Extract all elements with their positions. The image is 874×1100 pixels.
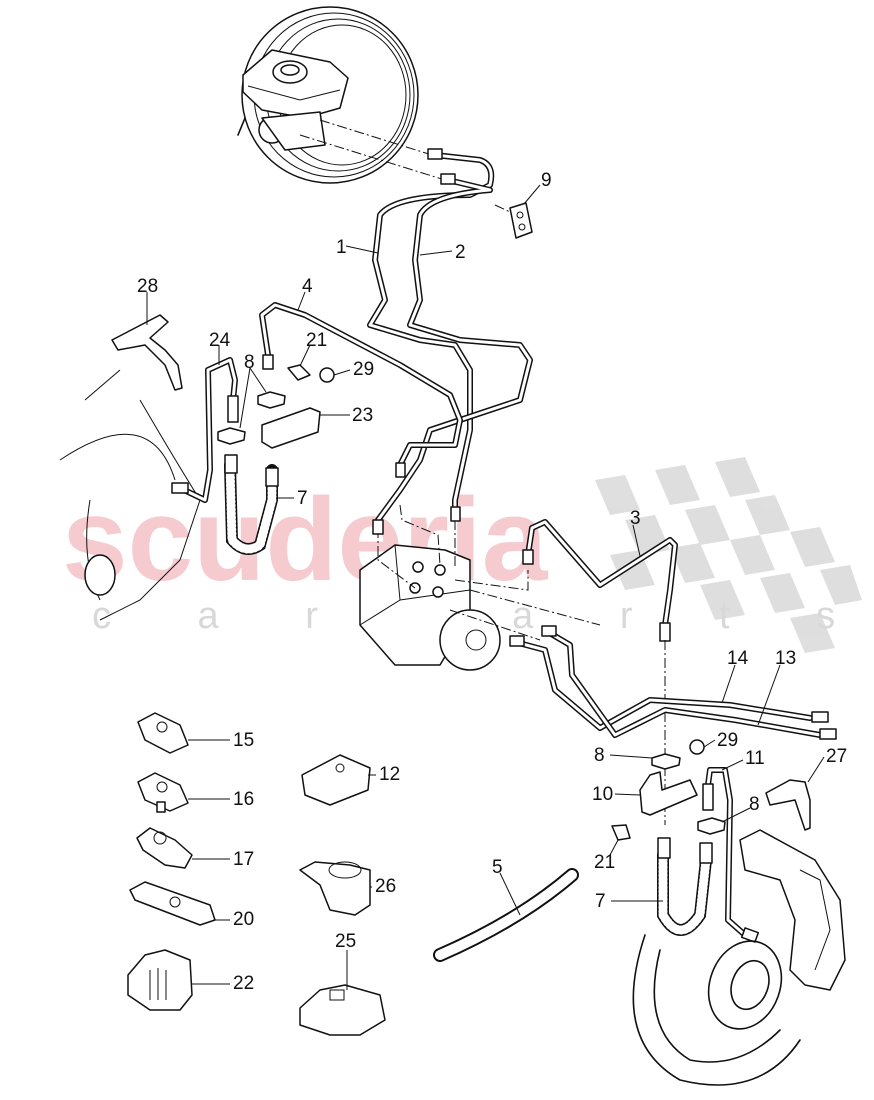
callout-21[interactable]: 21 [594, 852, 616, 873]
part-26-clip [299, 861, 371, 916]
part-5-hose [433, 868, 579, 962]
part-15-clip [137, 712, 189, 754]
brake-booster-master-cylinder [237, 6, 446, 184]
callout-10[interactable]: 10 [592, 784, 614, 805]
part-9-grommet [494, 202, 533, 239]
brake-pipe-4 [259, 302, 463, 478]
part-16-clip [137, 772, 189, 813]
callout-3[interactable]: 3 [630, 508, 641, 529]
callout-13[interactable]: 13 [775, 648, 797, 669]
callout-15[interactable]: 15 [233, 730, 255, 751]
pipe-fitting [427, 148, 443, 160]
callout-14[interactable]: 14 [727, 648, 749, 669]
callout-28[interactable]: 28 [137, 276, 159, 297]
callout-2[interactable]: 2 [455, 242, 466, 263]
pipe-fitting [227, 395, 239, 423]
part-8-clip [217, 427, 246, 445]
part-27-bracket [765, 779, 811, 831]
part-29-nut [319, 367, 335, 383]
callout-29[interactable]: 29 [717, 730, 739, 751]
leader-lines [146, 184, 825, 990]
part-28-bracket [111, 314, 183, 391]
part-22-clip [127, 949, 193, 1011]
callout-26[interactable]: 26 [375, 876, 397, 897]
callout-29[interactable]: 29 [353, 359, 375, 380]
part-12-clip [301, 754, 371, 806]
round-fitting [84, 554, 116, 596]
callout-24[interactable]: 24 [209, 330, 231, 351]
pipe-fitting [171, 482, 189, 494]
right-mounting-parts [611, 739, 846, 1086]
callout-7[interactable]: 7 [297, 488, 308, 509]
abs-hydraulic-unit [359, 504, 601, 671]
callout-17[interactable]: 17 [233, 849, 255, 870]
callout-8[interactable]: 8 [594, 745, 605, 766]
part-8-clip [697, 817, 726, 835]
callout-9[interactable]: 9 [541, 170, 552, 191]
callout-5[interactable]: 5 [492, 857, 503, 878]
callout-8[interactable]: 8 [749, 794, 760, 815]
callout-16[interactable]: 16 [233, 789, 255, 810]
part-29-nut [689, 739, 705, 755]
callout-21[interactable]: 21 [306, 330, 328, 351]
part-23-bracket [261, 407, 321, 449]
callout-27[interactable]: 27 [826, 746, 848, 767]
part-21-bolt [611, 824, 631, 841]
part-10-bracket [639, 771, 698, 816]
brake-disc-caliper [632, 829, 846, 1086]
part-8-clip [651, 753, 681, 770]
callout-4[interactable]: 4 [302, 276, 313, 297]
part-21-bolt [287, 364, 311, 381]
watermark: scuderia c a r p a r t s [62, 457, 862, 653]
callout-1[interactable]: 1 [336, 237, 347, 258]
pipe-fitting [440, 173, 456, 185]
callout-7[interactable]: 7 [595, 891, 606, 912]
brake-pipes-13-14 [509, 625, 837, 740]
callout-25[interactable]: 25 [335, 931, 357, 952]
clip-parts [127, 712, 386, 1036]
callout-11[interactable]: 11 [745, 748, 765, 769]
callout-8[interactable]: 8 [244, 352, 255, 373]
part-8-clip [257, 391, 286, 409]
callout-20[interactable]: 20 [233, 909, 255, 930]
part-25-clip [299, 984, 386, 1036]
callout-22[interactable]: 22 [233, 973, 255, 994]
brake-pipes-1-2 [367, 148, 533, 523]
callout-12[interactable]: 12 [379, 764, 401, 785]
callout-23[interactable]: 23 [352, 405, 374, 426]
part-17-clip [136, 827, 193, 869]
left-mounting-parts [59, 314, 335, 621]
brake-pipe-3 [522, 519, 678, 825]
part-20-clip [129, 881, 216, 926]
checkered-flag-watermark [595, 457, 862, 653]
